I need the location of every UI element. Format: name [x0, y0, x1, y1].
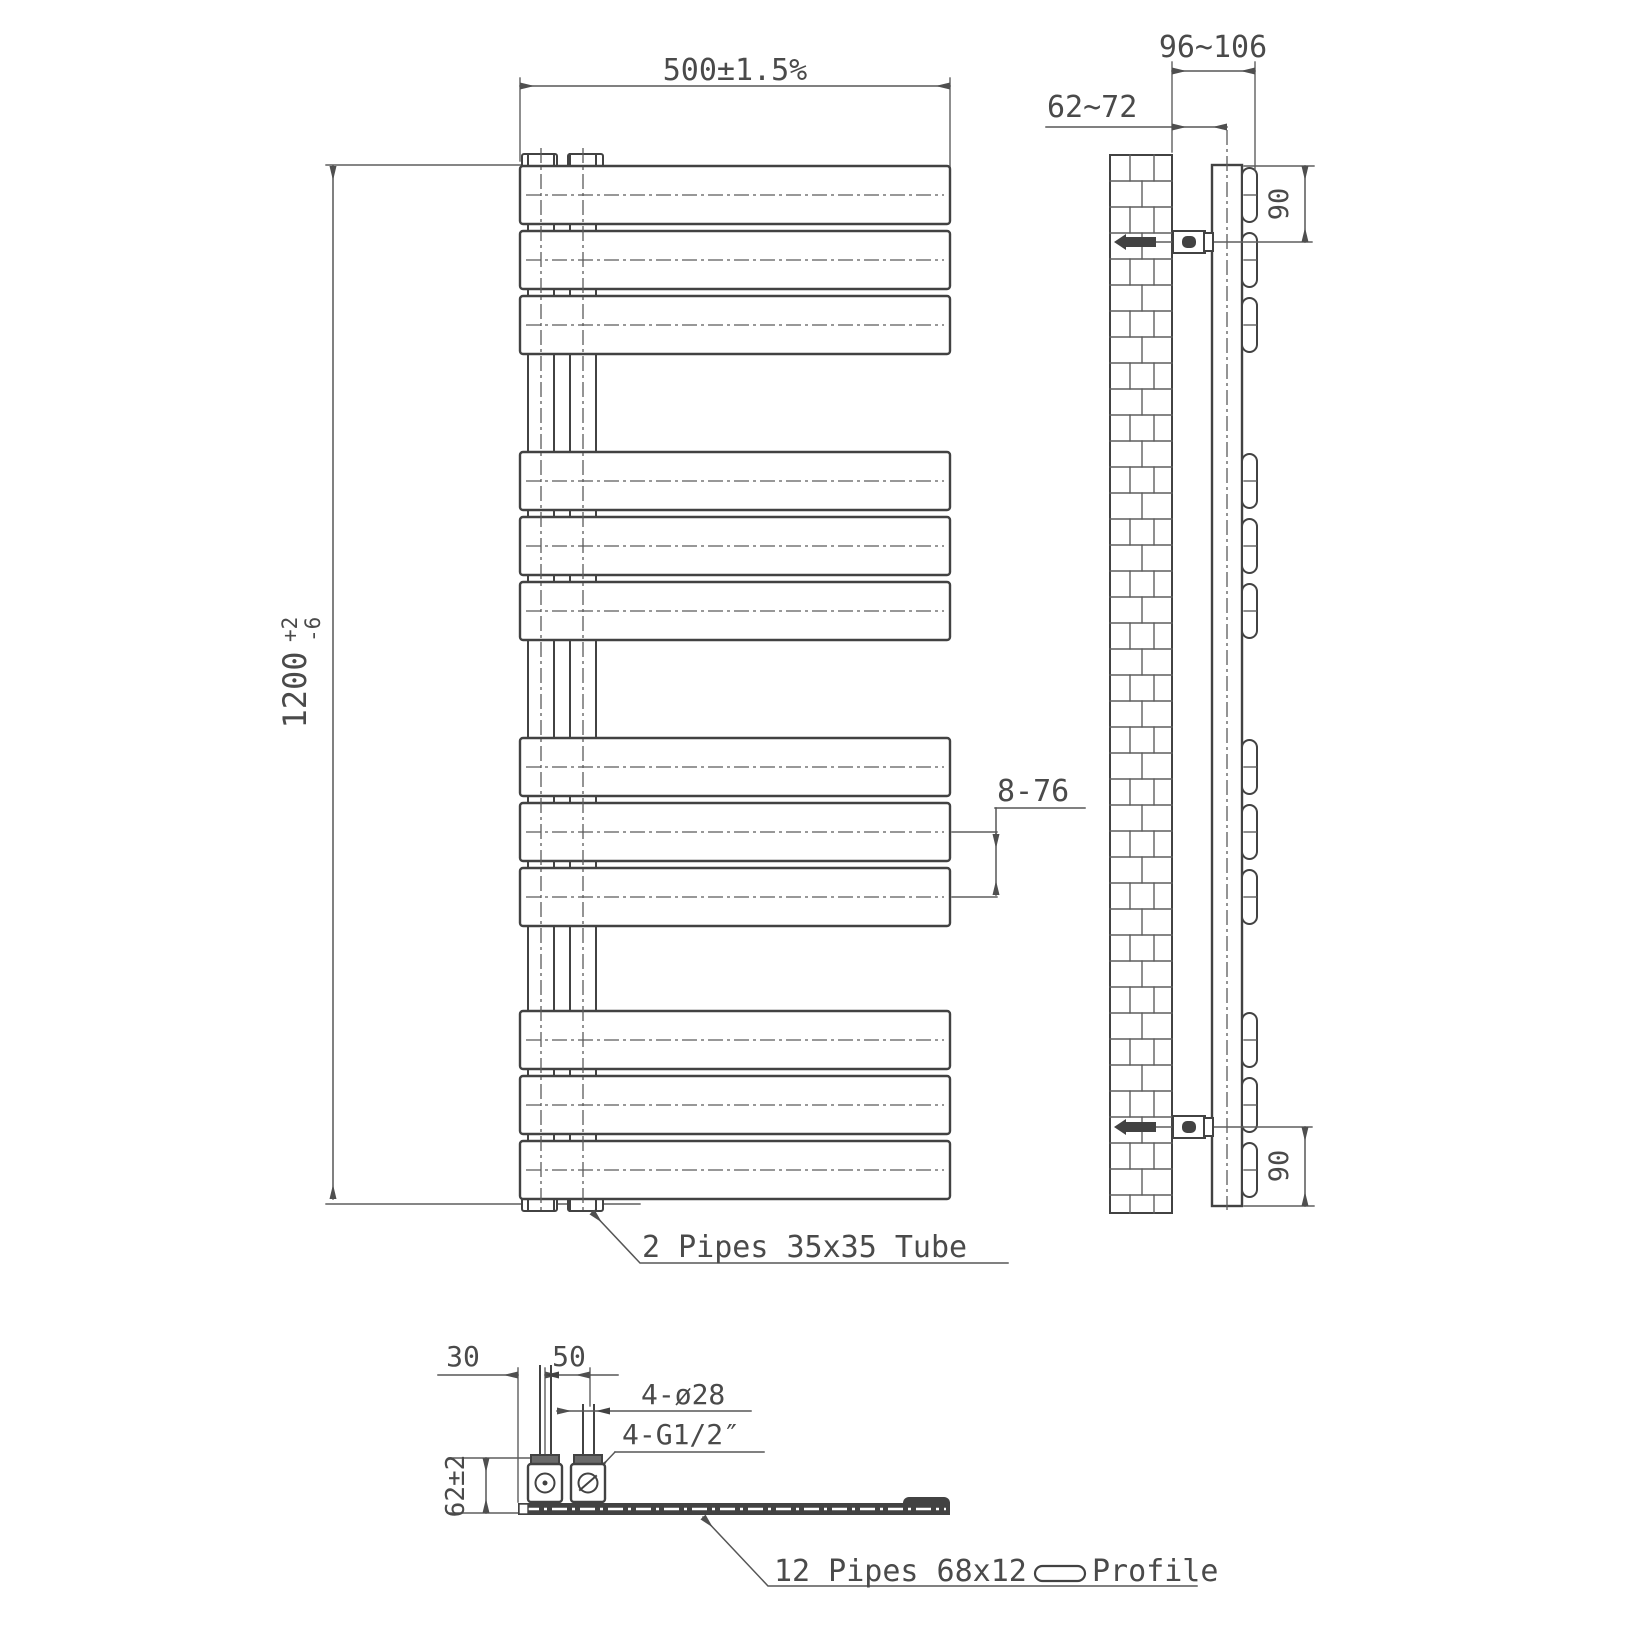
valve-port-slash — [578, 1474, 598, 1492]
wall-offset-dimension-label: 62~72 — [1047, 90, 1137, 125]
thread-dimension-label: 4-G1/2″ — [622, 1418, 740, 1451]
profile-shape-icon — [1033, 1564, 1087, 1583]
bracket-pin — [1182, 236, 1196, 248]
profile-note-left: 12 Pipes 68x12 — [774, 1554, 1027, 1589]
bracket-cap — [1203, 232, 1214, 252]
wall-anchor — [1124, 1122, 1156, 1132]
bracket-cap — [1203, 1117, 1214, 1137]
pipes-note-label: 2 Pipes 35x35 Tube — [642, 1230, 967, 1265]
valve-height-dimension-label: 62±2 — [441, 1455, 471, 1518]
holes-dimension-label: 4-ø28 — [641, 1378, 725, 1411]
profile-bar-section — [518, 1497, 950, 1515]
height-dimension-label: 1200 +2 -6 — [276, 617, 325, 729]
side-view: 96~106 62~72 90 90 — [1045, 30, 1315, 1214]
height-tolerance-minus: -6 — [301, 617, 325, 642]
height-value: 1200 — [276, 651, 314, 728]
valve-pipes — [539, 1365, 595, 1456]
bottom-bracket-dimension-label: 90 — [1264, 1150, 1295, 1183]
wall-brackets — [1114, 230, 1313, 1139]
anchor-tip — [1114, 234, 1126, 250]
radiator-bars — [518, 164, 952, 1201]
brick-hatching — [1109, 154, 1173, 1214]
profile-left-notch — [518, 1503, 529, 1515]
pitch-dimension-label: 8-76 — [997, 774, 1069, 809]
wall-section — [1109, 154, 1173, 1214]
height-tolerance-plus: +2 — [278, 617, 302, 642]
profile-note-right: Profile — [1092, 1554, 1218, 1589]
pipe-ovals — [1241, 167, 1258, 1198]
pipes-leader-line — [589, 1209, 1009, 1264]
pitch-dimension: 8-76 — [951, 774, 1086, 898]
spacing-dimension-label: 50 — [552, 1340, 586, 1373]
arrowhead — [545, 1371, 559, 1379]
front-view: 500±1.5% 1200 +2 -6 — [276, 53, 1086, 1265]
edge-dimension-label: 30 — [446, 1340, 480, 1373]
bracket-pin — [1182, 1121, 1196, 1133]
valve-fittings — [526, 1454, 607, 1504]
wall-anchor — [1124, 237, 1156, 247]
depth-dimension-label: 96~106 — [1159, 30, 1267, 65]
valve-port-center — [542, 1480, 548, 1486]
profile-leader-line — [700, 1514, 1198, 1587]
top-bracket-dimension-label: 90 — [1264, 188, 1295, 221]
anchor-tip — [1114, 1119, 1126, 1135]
bottom-view: 30 50 4-ø28 4-G1/2″ 62±2 12 Pipes 68x12 — [437, 1340, 1218, 1589]
arrowhead — [596, 1407, 610, 1415]
width-dimension-label: 500±1.5% — [663, 53, 808, 88]
